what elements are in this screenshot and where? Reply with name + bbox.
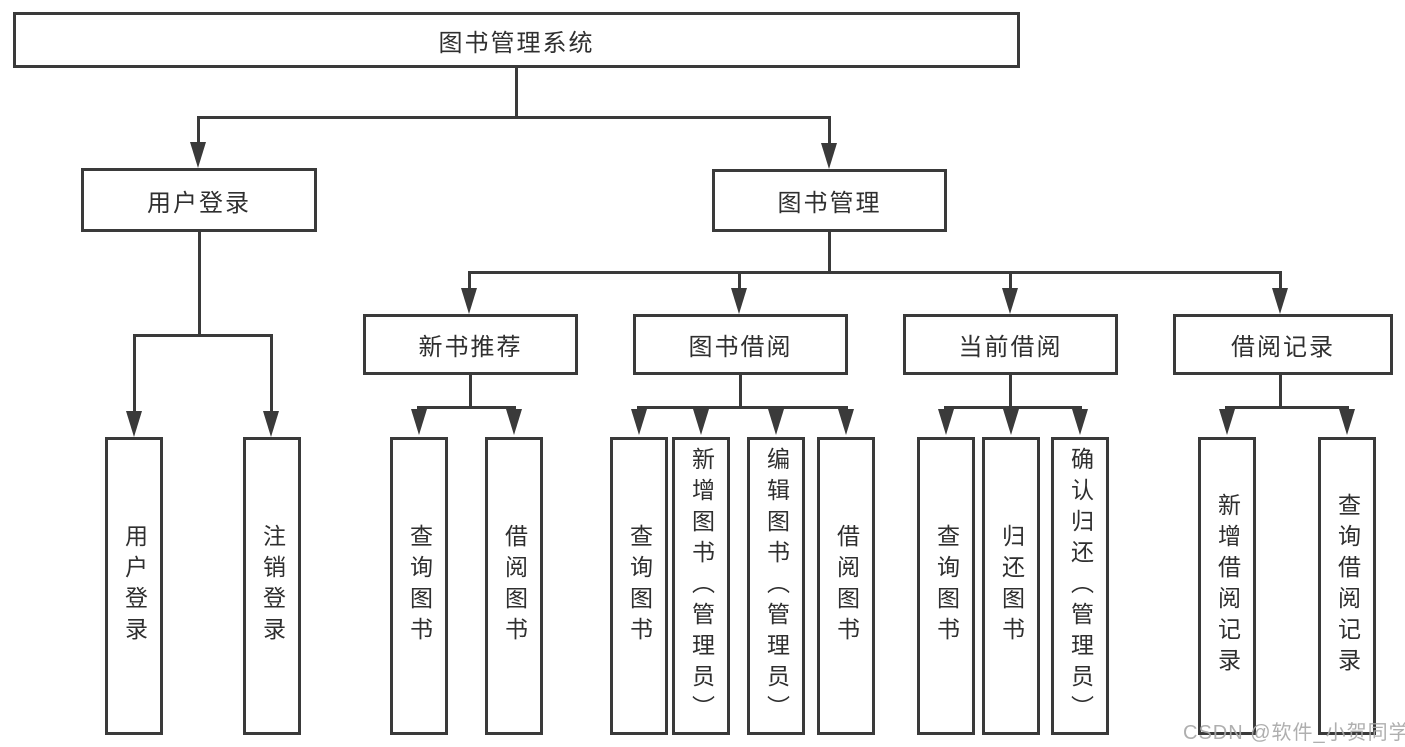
leaf-label: 查询图书 [626,524,653,648]
leaf-logout: 注销登录 [243,437,301,735]
connector-line [515,68,518,119]
arrow-down-icon [1272,288,1288,314]
leaf-edit-book-admin: 编辑图书（管理员） [747,437,805,735]
leaf-query-borrow-record: 查询借阅记录 [1318,437,1376,735]
leaf-user-login: 用户登录 [105,437,163,735]
leaf-query-books-recommend: 查询图书 [390,437,448,735]
connector-line [133,334,136,412]
leaf-label: 查询借阅记录 [1334,493,1361,679]
connector-line [738,271,741,291]
connector-line [739,375,742,409]
leaf-label: 借阅图书 [833,524,860,648]
connector-line [828,116,831,144]
node-label: 用户登录 [147,189,251,217]
leaf-label: 新增图书（管理员） [688,446,715,726]
arrow-down-icon [1219,409,1235,435]
leaf-label: 查询图书 [406,524,433,648]
connector-line [198,232,201,337]
node-label: 新书推荐 [418,334,523,361]
connector-line [1279,375,1282,409]
arrow-down-icon [821,143,837,169]
arrow-down-icon [263,411,279,437]
leaf-borrow-books: 借阅图书 [817,437,875,735]
connector-line [1279,271,1282,291]
leaf-label: 借阅图书 [501,524,528,648]
node-user-login: 用户登录 [81,168,317,232]
node-borrow-records: 借阅记录 [1173,314,1393,375]
node-label: 当前借阅 [958,334,1063,361]
leaf-borrow-books-recommend: 借阅图书 [485,437,543,735]
node-book-management: 图书管理 [712,169,947,232]
node-current-borrow: 当前借阅 [903,314,1118,375]
leaf-add-borrow-record: 新增借阅记录 [1198,437,1256,735]
leaf-label: 查询图书 [933,524,960,648]
leaf-label: 注销登录 [259,524,286,648]
arrow-down-icon [1003,409,1019,435]
connector-line [828,232,831,274]
connector-line [417,406,516,409]
connector-line [197,116,831,119]
leaf-query-books-current: 查询图书 [917,437,975,735]
node-book-borrow: 图书借阅 [633,314,848,375]
leaf-label: 编辑图书（管理员） [763,446,790,726]
connector-line [270,334,273,412]
connector-line [637,406,848,409]
node-new-book-recommend: 新书推荐 [363,314,578,375]
connector-line [197,116,200,144]
arrow-down-icon [768,409,784,435]
arrow-down-icon [461,288,477,314]
arrow-down-icon [126,411,142,437]
arrow-down-icon [411,409,427,435]
node-library-management-system: 图书管理系统 [13,12,1020,68]
node-label: 图书管理系统 [438,29,595,57]
arrow-down-icon [190,142,206,168]
arrow-down-icon [731,288,747,314]
arrow-down-icon [506,409,522,435]
csdn-watermark: CSDN @软件_小贺同学 [1183,722,1405,744]
leaf-label: 归还图书 [998,524,1025,648]
connector-line [1225,406,1349,409]
leaf-add-book-admin: 新增图书（管理员） [672,437,730,735]
arrow-down-icon [693,409,709,435]
connector-line [469,375,472,409]
leaf-label: 确认归还（管理员） [1067,446,1094,726]
connector-line [133,334,273,337]
connector-line [468,271,471,291]
connector-line [1009,375,1012,409]
leaf-label: 用户登录 [121,524,148,648]
leaf-return-book: 归还图书 [982,437,1040,735]
leaf-label: 新增借阅记录 [1214,493,1241,679]
connector-line [1009,271,1012,291]
leaf-query-books-borrow: 查询图书 [610,437,668,735]
arrow-down-icon [1002,288,1018,314]
connector-line [944,406,1082,409]
connector-line [468,271,1281,274]
node-label: 图书借阅 [688,334,793,361]
arrow-down-icon [838,409,854,435]
node-label: 图书管理 [777,190,882,217]
node-label: 借阅记录 [1231,334,1335,361]
arrow-down-icon [1339,409,1355,435]
arrow-down-icon [938,409,954,435]
leaf-confirm-return-admin: 确认归还（管理员） [1051,437,1109,735]
arrow-down-icon [631,409,647,435]
arrow-down-icon [1072,409,1088,435]
